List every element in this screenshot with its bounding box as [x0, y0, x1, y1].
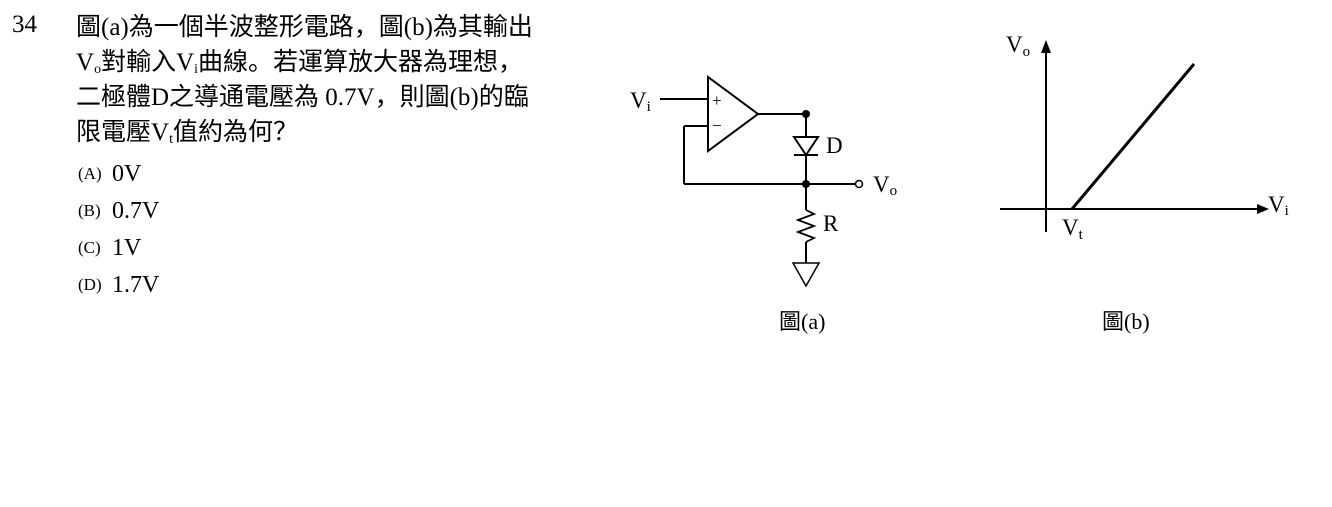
question-line-4-part-b: 值約為何？ [172, 119, 298, 146]
y-axis-label: Vo [1006, 32, 1030, 60]
option-b-label: (B) [78, 201, 101, 220]
question-line-4: 限電壓Vt值約為何？ [76, 115, 606, 150]
answer-options: (A) 0V (B) 0.7V (C) 1V (D) 1.7V [78, 155, 159, 303]
question-line-1-text: 圖(a)為一個半波整形電路，圖(b)為其輸出 [76, 14, 533, 41]
option-d-label: (D) [78, 275, 102, 294]
question-line-2-sub-o: o [94, 62, 102, 77]
diode-symbol [792, 136, 820, 157]
question-line-4-part-a: 限電壓V [76, 119, 170, 146]
figure-b-caption: 圖(b) [1102, 309, 1150, 334]
option-b-text: 0.7V [112, 198, 160, 224]
ground-symbol [791, 262, 821, 288]
transfer-line [1070, 63, 1196, 210]
threshold-label: Vt [1062, 215, 1084, 243]
question-line-2-sub-i: i [194, 62, 199, 77]
opamp-plus-sign: + [712, 91, 722, 110]
output-terminal [854, 179, 864, 189]
resistor-symbol [795, 209, 817, 243]
circuit-input-label: Vi [630, 88, 651, 115]
option-a-label: (A) [78, 164, 102, 183]
question-text: 圖(a)為一個半波整形電路，圖(b)為其輸出 Vo對輸入Vi曲線。若運算放大器為… [76, 10, 606, 150]
option-c[interactable]: (C) 1V [78, 229, 159, 266]
question-line-3: 二極體D之導通電壓為 0.7V，則圖(b)的臨 [76, 80, 606, 115]
question-line-2: Vo對輸入Vi曲線。若運算放大器為理想， [76, 45, 606, 80]
transfer-curve [1000, 40, 1269, 232]
x-axis-label: Vi [1268, 192, 1289, 219]
question-number: 34 [12, 11, 37, 38]
option-a[interactable]: (A) 0V [78, 155, 159, 192]
x-axis-arrow [1257, 204, 1269, 214]
figure-a-caption: 圖(a) [779, 309, 826, 334]
question-line-1: 圖(a)為一個半波整形電路，圖(b)為其輸出 [76, 10, 606, 45]
option-d-text: 1.7V [112, 272, 160, 298]
diode-label: D [826, 133, 843, 158]
opamp-minus-sign: − [712, 116, 722, 135]
circuit-output-label: Vo [873, 172, 897, 199]
resistor-label: R [823, 211, 839, 236]
question-line-4-sub-t: t [169, 132, 173, 147]
question-line-2-part-c: 曲線。若運算放大器為理想， [198, 49, 524, 76]
circuit-diagram [660, 75, 864, 288]
junction-dot-output [802, 180, 810, 188]
option-c-text: 1V [112, 235, 142, 261]
option-c-label: (C) [78, 238, 101, 257]
question-line-2-part-b: 對輸入V [101, 49, 195, 76]
option-b[interactable]: (B) 0.7V [78, 192, 159, 229]
question-line-2-part-a: V [76, 49, 95, 76]
y-axis-arrow [1041, 40, 1051, 53]
op-amp-symbol [707, 75, 760, 153]
question-line-3-text: 二極體D之導通電壓為 0.7V，則圖(b)的臨 [76, 84, 529, 111]
junction-dot-top [802, 110, 810, 118]
option-d[interactable]: (D) 1.7V [78, 266, 159, 303]
option-a-text: 0V [112, 161, 142, 187]
